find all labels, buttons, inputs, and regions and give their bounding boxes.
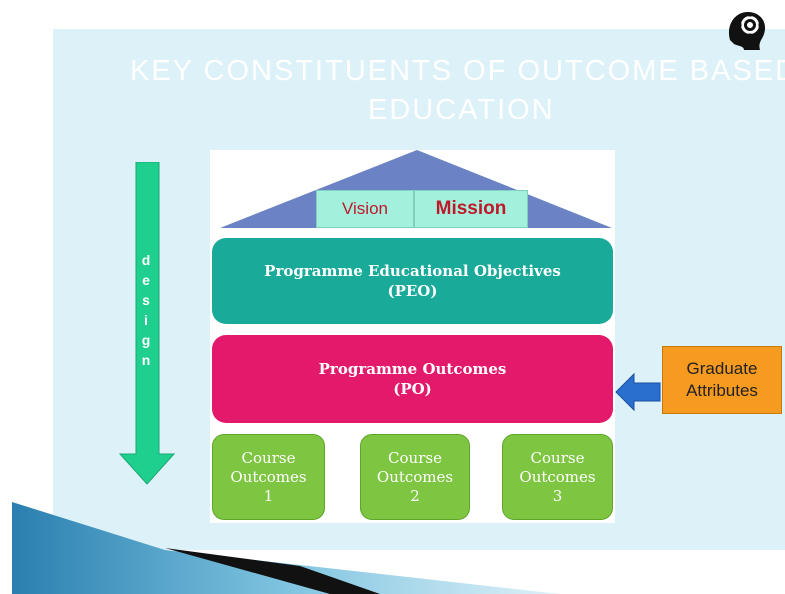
design-letter: e xyxy=(142,272,150,288)
arrow-down-icon xyxy=(118,162,176,485)
mission-box: Mission xyxy=(414,190,528,228)
po-abbrev: (PO) xyxy=(393,380,432,398)
course-label: Course xyxy=(388,448,442,467)
design-letter: d xyxy=(141,252,151,268)
design-label: d e s i g n xyxy=(138,250,154,370)
design-letter: i xyxy=(144,312,148,328)
peo-title: Programme Educational Objectives xyxy=(264,262,561,280)
po-title: Programme Outcomes xyxy=(318,360,507,378)
arrow-left-icon xyxy=(615,372,661,412)
attributes-label: Attributes xyxy=(686,381,758,400)
course-outcome-box: Course Outcomes 1 xyxy=(212,434,325,520)
course-label: Outcomes xyxy=(376,467,454,486)
graduate-attributes-box: Graduate Attributes xyxy=(662,346,782,414)
po-band: Programme Outcomes (PO) xyxy=(212,335,613,423)
course-number: 1 xyxy=(263,486,274,505)
vision-box: Vision xyxy=(316,190,414,228)
course-label: Course xyxy=(530,448,585,467)
course-number: 2 xyxy=(410,486,420,505)
slide-title-line-2: EDUCATION xyxy=(368,94,555,126)
slide-title-line-1: KEY CONSTITUENTS OF OUTCOME BASED xyxy=(130,55,785,87)
course-outcome-box: Course Outcomes 3 xyxy=(502,434,613,520)
peo-band: Programme Educational Objectives (PEO) xyxy=(212,238,613,324)
course-label: Outcomes xyxy=(230,467,307,486)
design-letter: n xyxy=(141,352,151,368)
course-number: 3 xyxy=(552,486,563,505)
course-label: Course xyxy=(241,448,296,467)
design-letter: g xyxy=(141,332,151,348)
corner-decoration xyxy=(12,502,560,594)
design-letter: s xyxy=(142,292,150,308)
graduate-label: Graduate xyxy=(686,359,758,378)
peo-abbrev: (PEO) xyxy=(387,282,438,300)
course-outcome-box: Course Outcomes 2 xyxy=(360,434,470,520)
course-label: Outcomes xyxy=(519,467,596,486)
gear-head-logo-icon xyxy=(728,12,766,50)
